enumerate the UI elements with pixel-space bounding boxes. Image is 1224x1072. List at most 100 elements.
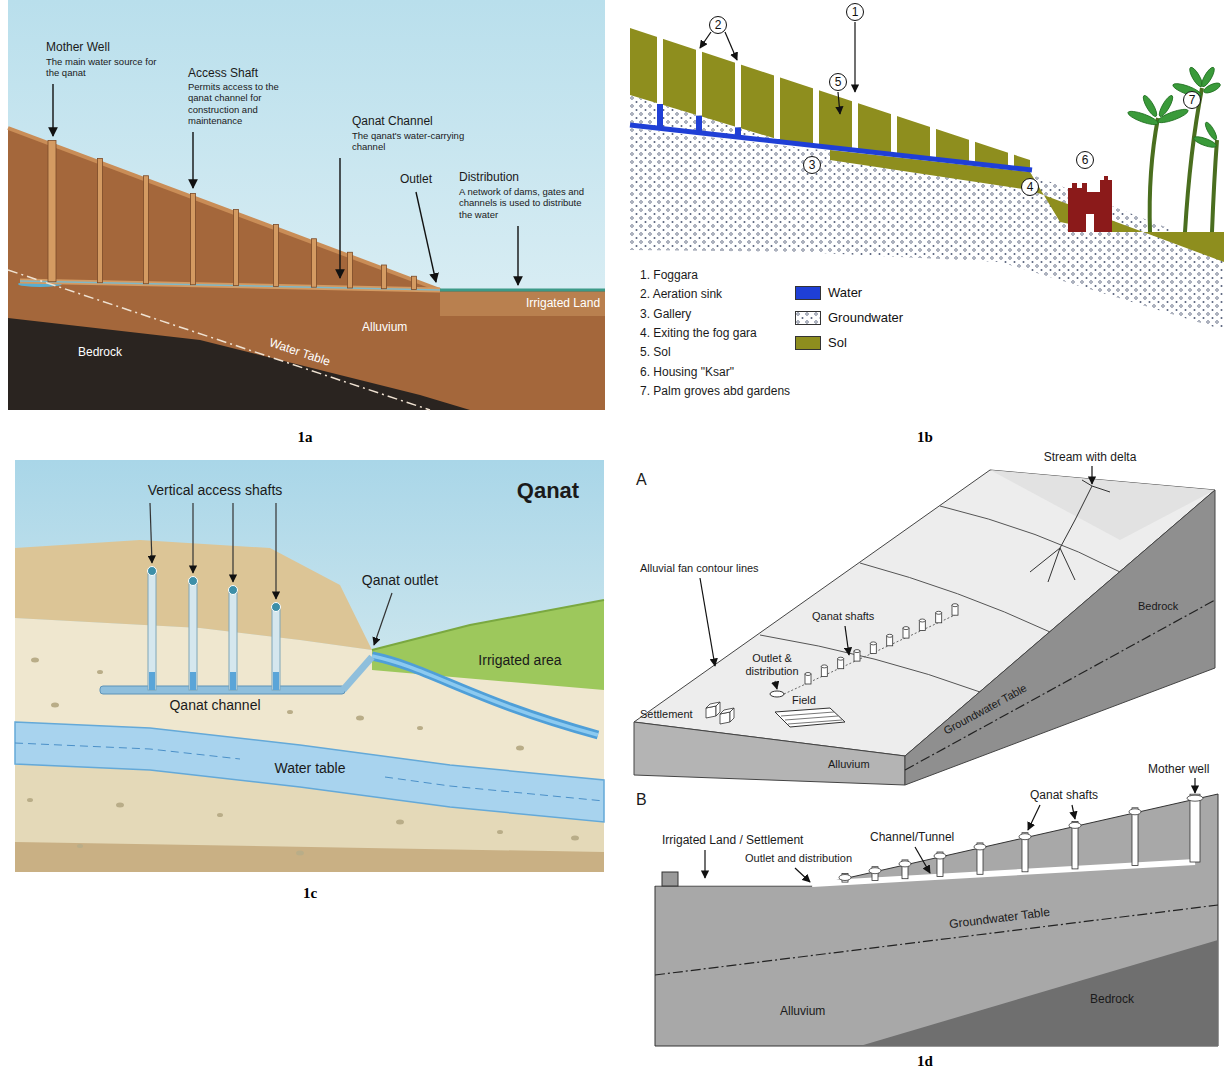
panel-1c-qanat-block-part-part	[396, 820, 404, 825]
legend-row: Groundwater	[795, 311, 935, 327]
panel-1d-alluvial-fan-part-part	[775, 681, 777, 689]
panel-1d-alluvial-fan-part	[781, 712, 842, 724]
panel-1a-qanat-section-part-part	[234, 210, 239, 286]
panel-1d-alluvial-fan-part-part	[704, 850, 705, 878]
panel-1c-qanat-block-part-part	[417, 726, 423, 730]
panel-1a-qanat-section-part-part	[517, 226, 518, 285]
panel-caption: 1d	[917, 1052, 933, 1070]
callout-number: 1	[852, 6, 859, 18]
part-label: Outlet & distribution	[740, 652, 804, 678]
panel-1a-qanat-section-part	[20, 281, 440, 290]
panel-caption: 1a	[298, 428, 313, 446]
panel-1c-qanat-block-part-part	[31, 658, 39, 663]
panel-1c-qanat-block-part-part	[192, 503, 193, 573]
panel-caption: 1c	[303, 884, 317, 902]
part-title: Qanat Channel	[352, 114, 433, 128]
part-label: Channel/Tunnel	[870, 830, 954, 844]
panel-1d-alluvial-fan-part	[655, 883, 812, 886]
panel-1b-foggara-section-part-part	[930, 126, 936, 159]
panel-1b-foggara-section-part-part	[854, 22, 855, 92]
panel-1c-qanat-block-part-part	[148, 567, 157, 576]
panel-1b-foggara-section-part-part	[774, 75, 780, 140]
panel-1a-qanat-section-part	[53, 84, 518, 285]
panel-1a-qanat-section	[8, 0, 605, 410]
panel-1b-foggara-section-part-part	[696, 49, 702, 116]
panel-1c-qanat-block-part-part	[273, 672, 279, 690]
legend-swatch	[795, 336, 821, 350]
panel-1d-alluvial-fan-part	[770, 691, 784, 697]
legend-pattern	[796, 312, 820, 324]
panel-1c-qanat-block-part-part	[275, 503, 276, 599]
panel-1d-alluvial-fan-part	[805, 604, 958, 684]
panel-1c-qanat-block-part	[148, 567, 281, 612]
panel-1b-foggara-section-part	[1150, 88, 1217, 232]
panel-1c-qanat-block-part-part	[497, 830, 503, 834]
panel-1b-foggara-section-part	[1127, 66, 1222, 150]
panel-1c-qanat-block-part-part	[190, 672, 196, 690]
panel-1d-alluvial-fan-part-part	[1060, 548, 1075, 580]
callout-key: 4. Exiting the fog gara	[640, 326, 757, 340]
callout-key: 7. Palm groves abd gardens	[640, 384, 790, 398]
panel-1a-qanat-section-part-part	[274, 225, 279, 287]
panel-1d-alluvial-fan-part-part	[1129, 809, 1141, 815]
panel-1d-alluvial-fan-part-part	[845, 626, 849, 655]
callout-number: 3	[809, 159, 816, 171]
panel-1d-alluvial-fan-part-part	[1092, 486, 1110, 492]
panel-1d-alluvial-fan-part-part	[785, 716, 838, 720]
panel-1d-alluvial-fan-part	[905, 490, 1215, 785]
panel-1c-qanat-block-part-part	[230, 672, 236, 690]
panel-1d-alluvial-fan-part-part	[1132, 808, 1138, 866]
panel-1b-foggara-section-part-part	[657, 104, 663, 128]
panel-1a-qanat-section-part	[8, 270, 430, 410]
part-title: Distribution	[459, 170, 519, 184]
panel-1d-alluvial-fan-part-part	[919, 619, 925, 622]
panel-1c-qanat-block-part	[372, 600, 604, 650]
panel-1a-qanat-section-part-part	[312, 239, 317, 287]
panel-1d-alluvial-fan-part-part	[952, 604, 958, 607]
panel-title: Qanat	[517, 478, 579, 504]
panel-1a-qanat-section-part-part	[144, 176, 149, 284]
layer-label: Bedrock	[78, 345, 122, 359]
panel-1c-qanat-block-part-part	[51, 703, 59, 708]
panel-1c-qanat-block-part	[343, 657, 372, 690]
panel-1d-alluvial-fan-part-part	[805, 673, 811, 676]
panel-1a-qanat-section-part	[8, 0, 605, 410]
part-label: Field	[792, 694, 816, 707]
panel-1b-foggara-section-part-part	[891, 113, 897, 155]
callout-key: 6. Housing "Ksar"	[640, 365, 734, 379]
panel-1c-qanat-block-part-part	[272, 607, 280, 690]
layer-label: Water table	[274, 760, 345, 777]
panel-1c-qanat-block-part-part	[189, 577, 198, 586]
panel-1b-foggara-section-part-part	[838, 92, 840, 114]
layer-label: Bedrock	[1090, 992, 1134, 1006]
callout-key: 1. Foggara	[640, 268, 698, 282]
panel-1d-alluvial-fan-part	[760, 506, 1120, 692]
panel-1b-foggara-section-part-part	[725, 32, 737, 60]
panel-1c-qanat-block-part	[149, 672, 279, 690]
panel-1c-qanat-block-part-part	[77, 844, 83, 848]
panel-1d-alluvial-fan-part	[634, 722, 905, 785]
panel-1b-foggara-section-part-part	[1141, 94, 1159, 118]
part-label: Settlement	[640, 708, 693, 721]
panel-1b-foggara-section-part-part	[1150, 118, 1158, 232]
legend-text: Water	[828, 285, 862, 300]
callout-number: 6	[1082, 154, 1089, 166]
panel-1a-qanat-section-part-part	[339, 158, 340, 278]
panel-1d-alluvial-fan-part-part	[760, 635, 980, 692]
panel-1c-qanat-block-part-part	[356, 716, 364, 721]
panel-1c-qanat-block-part	[148, 571, 280, 690]
legend-row: Sol	[795, 336, 935, 352]
panel-1c-qanat-block-part-part	[287, 710, 293, 714]
panel-1d-alluvial-fan-part-part	[903, 627, 909, 630]
callout-number: 7	[1189, 94, 1196, 106]
panel-1a-qanat-section-part	[8, 318, 470, 410]
panel-1c-qanat-block-part-part	[217, 813, 223, 817]
panel-1b-foggara-section-part-part	[969, 139, 975, 164]
panel-1d-alluvial-fan-part-part	[934, 853, 946, 859]
panel-1c-qanat-block-part-part	[232, 503, 233, 582]
callout-number: 5	[835, 76, 842, 88]
callout-circle: 5	[829, 73, 847, 91]
panel-1a-qanat-section-part	[20, 281, 440, 290]
panel-1c-qanat-block-part	[100, 686, 345, 694]
